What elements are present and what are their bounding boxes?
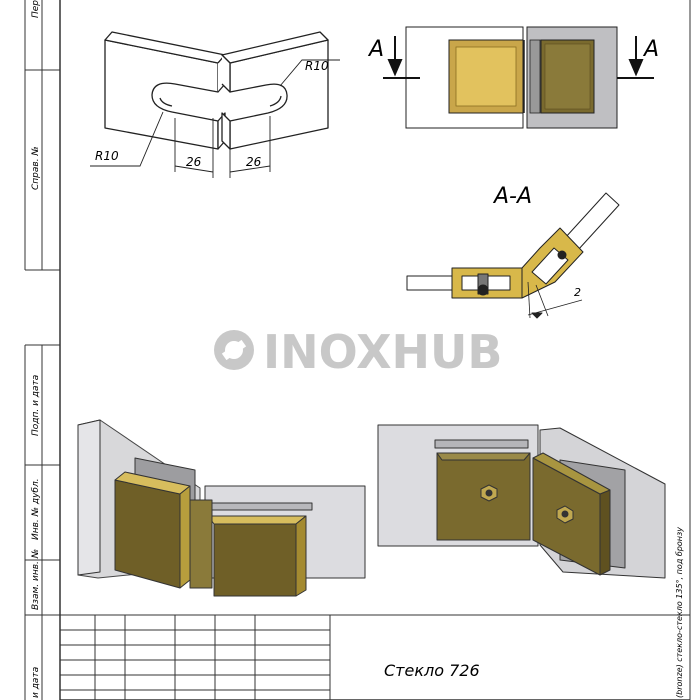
width-right-label: 26 <box>246 155 262 169</box>
hinge-iso-left <box>77 419 366 597</box>
glass-slot-isometric <box>104 31 329 150</box>
section-title: A-A <box>492 184 532 209</box>
side-label-sprav: Справ. № <box>31 146 41 190</box>
side-label-inv-dubl: Инв. № дубл. <box>31 478 41 540</box>
gap-label: 2 <box>574 286 581 299</box>
watermark-text: INOXHUB <box>263 325 502 379</box>
side-label-podp-data: Подп. и дата <box>31 375 41 436</box>
title-block-name: Стекло 726 <box>384 661 480 680</box>
section-arrow-left-label: A <box>367 37 384 62</box>
right-caption: (bronze) стекло-стекло 135°, под бронзу <box>675 527 684 698</box>
width-left-label: 26 <box>186 155 202 169</box>
side-label-vzam-inv: Взам. инв. № <box>31 549 41 610</box>
hinge-front-view <box>405 26 618 129</box>
hinge-iso-right <box>377 424 666 579</box>
side-label-perv: Перв. <box>31 0 41 18</box>
side-label-i-data: и дата <box>31 667 41 698</box>
watermark <box>214 330 254 370</box>
radius-top-label: R10 <box>305 59 329 73</box>
radius-left-label: R10 <box>95 149 119 163</box>
section-a-a <box>406 192 620 319</box>
section-arrows <box>383 36 654 79</box>
title-block <box>60 614 690 700</box>
left-margin-table <box>24 0 60 700</box>
section-arrow-right-label: A <box>642 37 659 62</box>
slot-dimension-lines <box>90 59 340 178</box>
